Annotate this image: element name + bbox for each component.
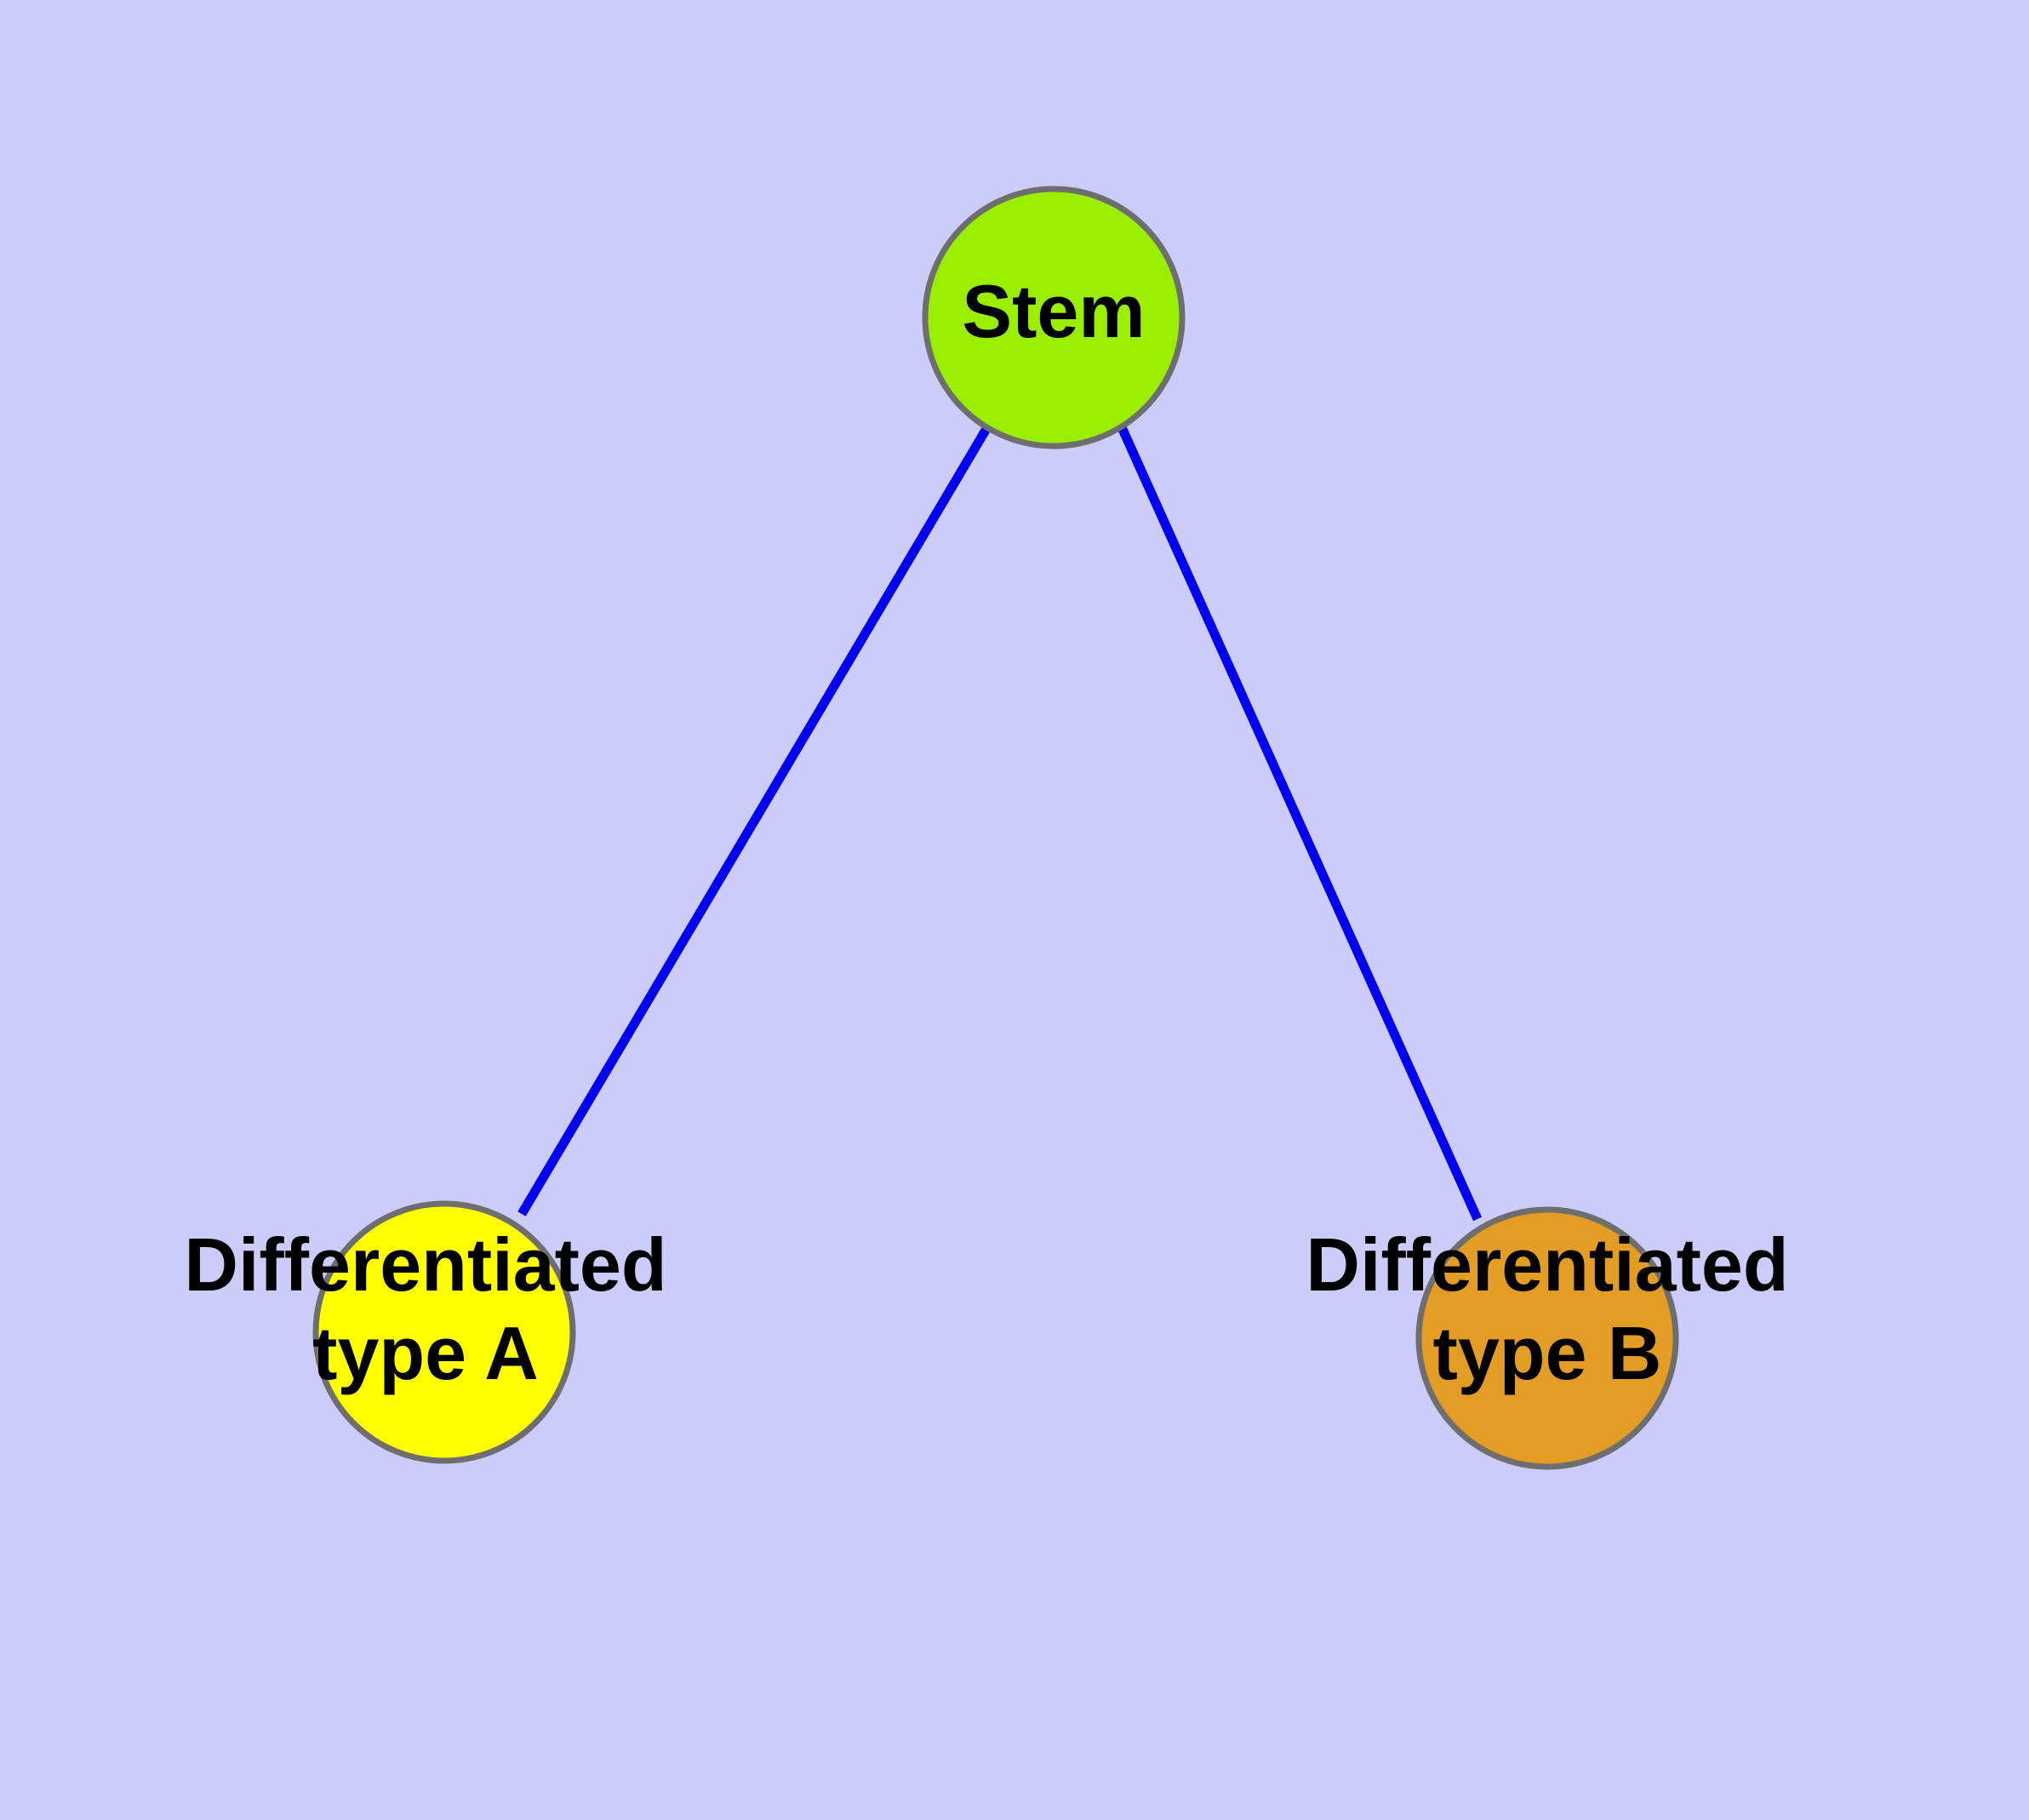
- edge-layer: [517, 425, 1483, 1222]
- node-circle-diff-a[interactable]: [312, 1200, 576, 1464]
- node-label-line: type B: [1433, 1311, 1662, 1395]
- node-label-line: type A: [312, 1311, 539, 1395]
- node-label-line: Differentiated: [1306, 1222, 1788, 1307]
- node-label-line: Stem: [962, 269, 1145, 353]
- node-circle-diff-b[interactable]: [1415, 1206, 1679, 1470]
- graph-edge-stem-to-diff-a: [517, 425, 992, 1216]
- node-label-line: Differentiated: [184, 1222, 666, 1307]
- graph-node-stem[interactable]: Stem: [922, 186, 1186, 449]
- graph-edge-stem-to-diff-b: [1117, 425, 1483, 1222]
- node-circle-stem[interactable]: [922, 186, 1186, 449]
- node-label-stem: Stem: [962, 269, 1145, 353]
